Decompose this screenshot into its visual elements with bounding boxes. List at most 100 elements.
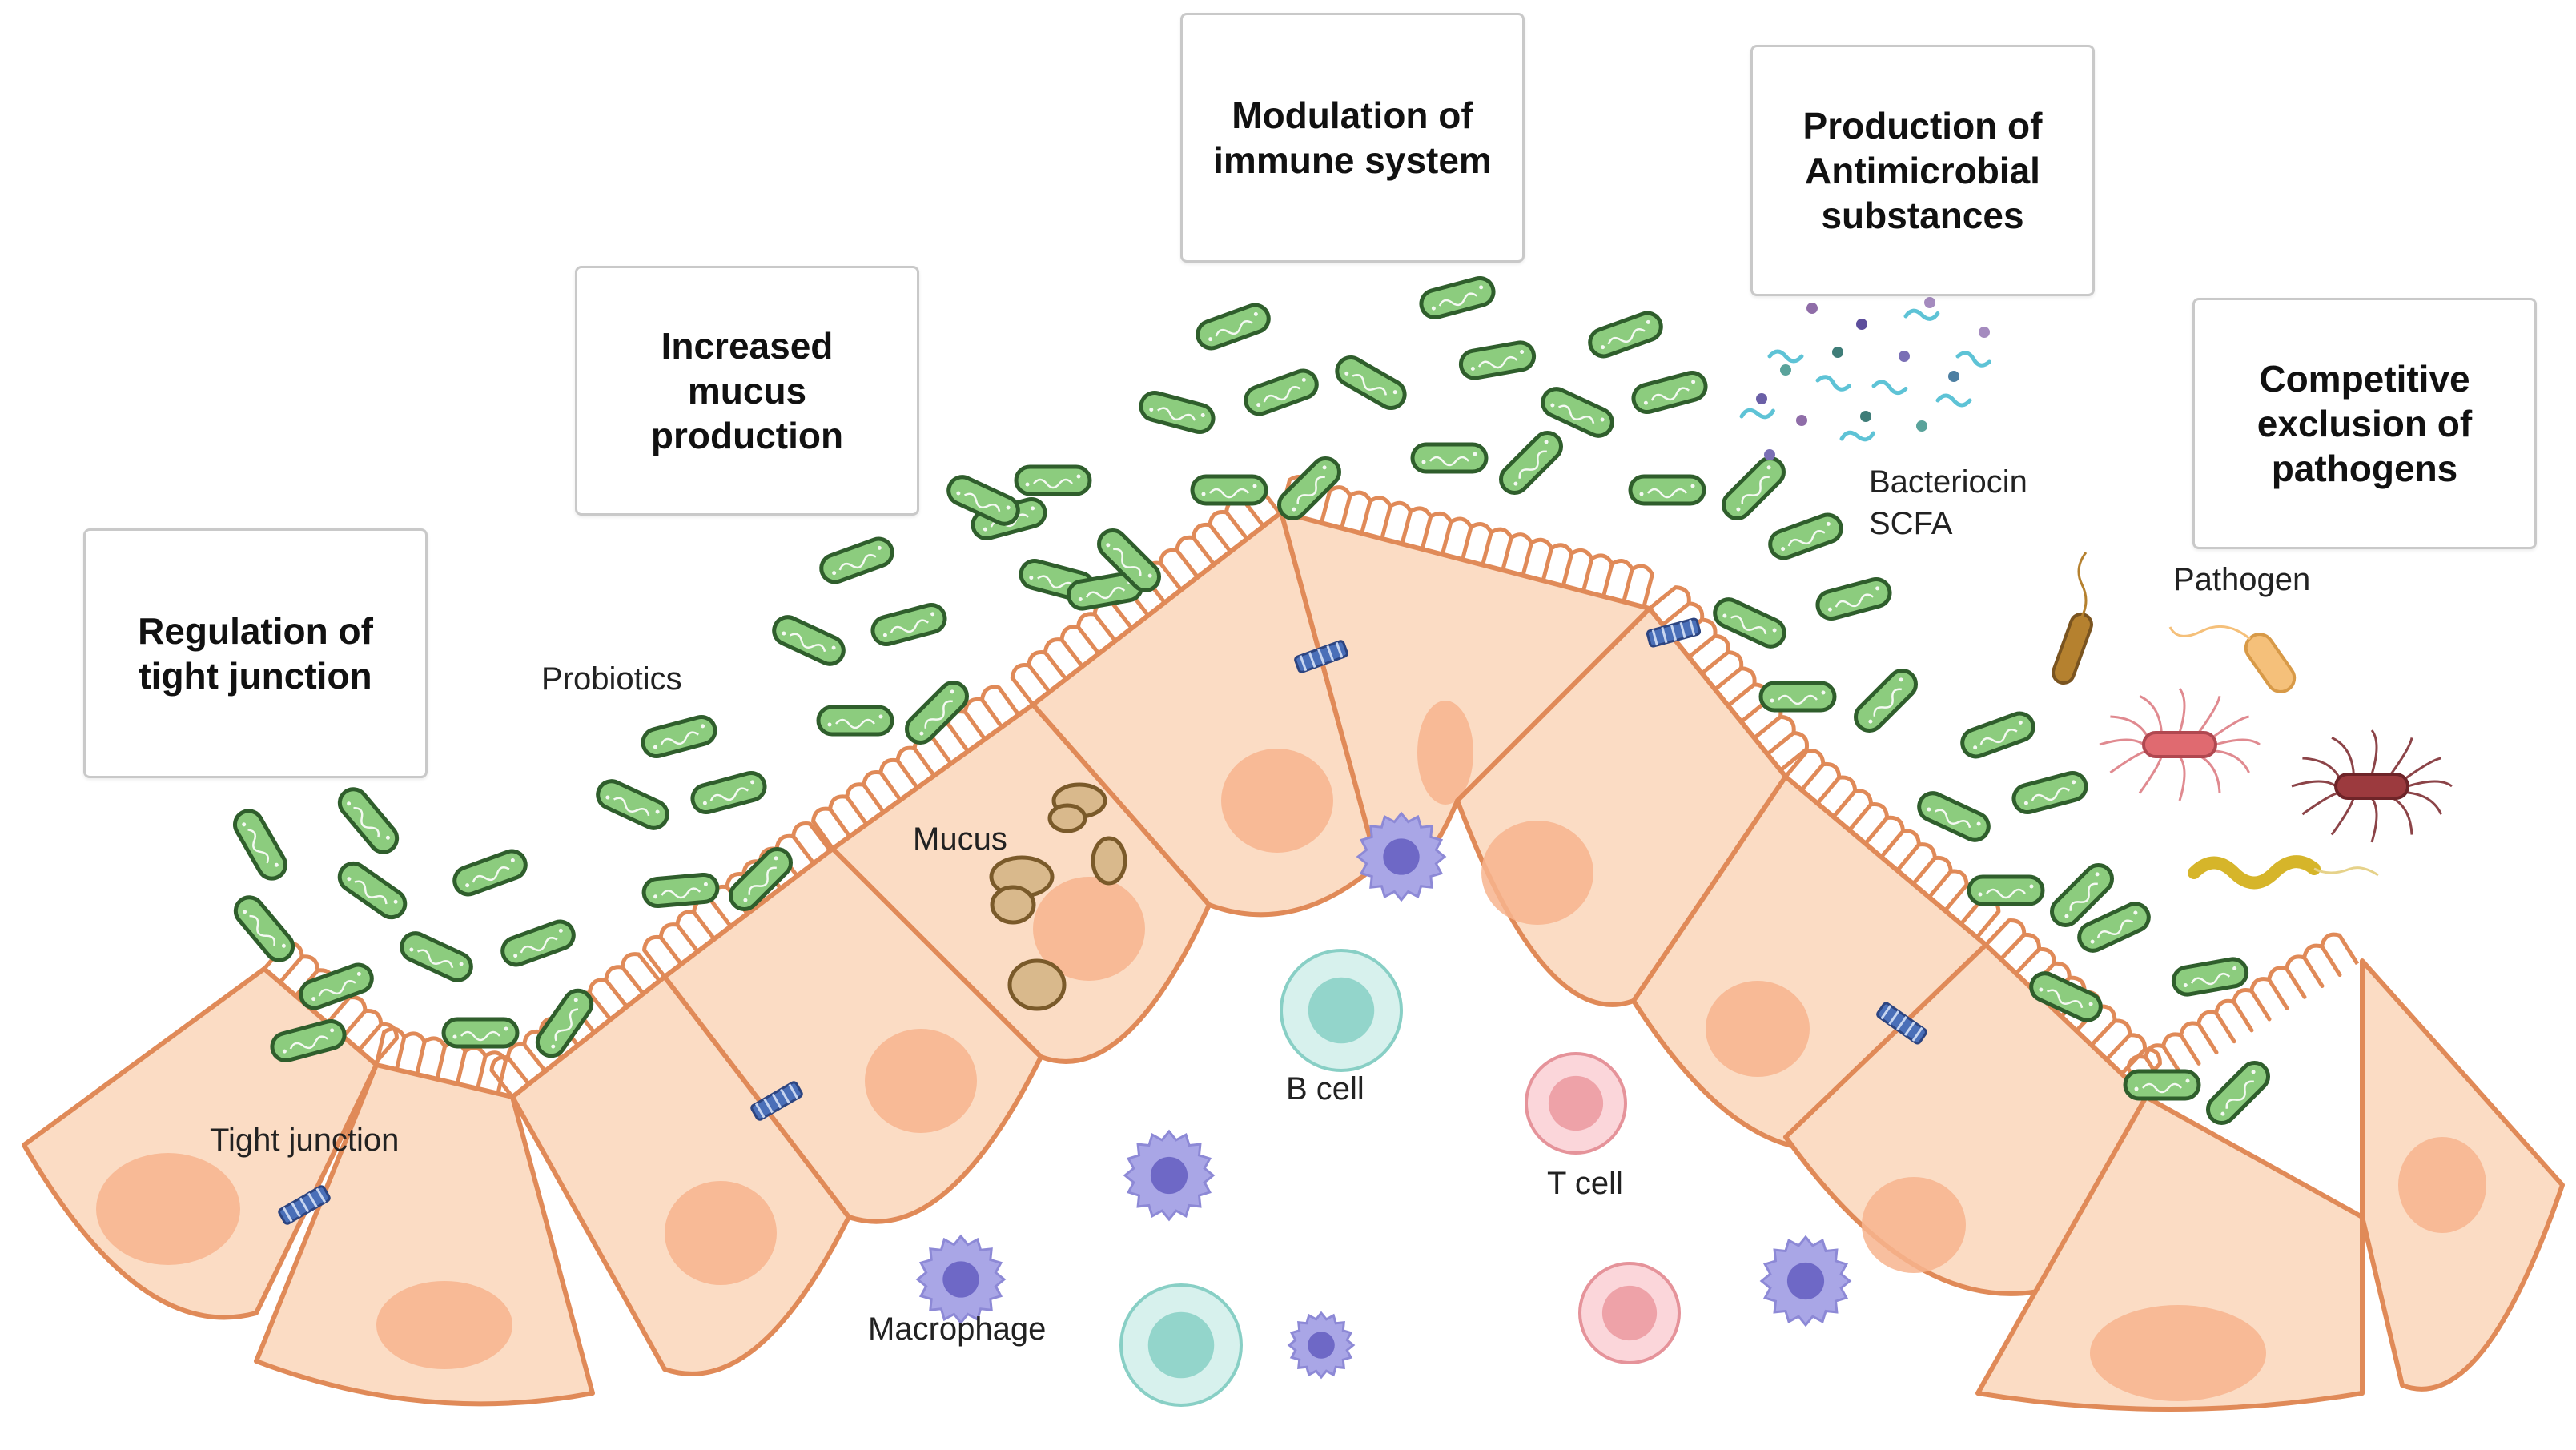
t-cell <box>1578 1262 1681 1364</box>
t-cell-label: T cell <box>1547 1166 1623 1201</box>
pathogen-rod <box>2052 612 2093 685</box>
probiotic-bacterium <box>1588 311 1663 359</box>
probiotic-bacterium <box>441 1017 520 1049</box>
probiotic-bacterium <box>816 705 894 737</box>
microvilli-segment <box>1279 475 1654 608</box>
probiotic-bacterium <box>535 988 594 1058</box>
probiotic-bacterium <box>452 849 528 897</box>
pathogen-vibrio <box>2244 633 2297 693</box>
probiotic-bacteria <box>233 275 2271 1126</box>
probiotic-bacterium <box>772 615 846 666</box>
probiotic-bacterium <box>596 779 669 830</box>
microvilli-segment <box>1984 918 2162 1090</box>
antimicrobial-box: Production of Antimicrobial substances <box>1750 45 2095 296</box>
probiotic-bacterium <box>337 861 408 920</box>
bacteriocin-molecule <box>1780 364 1791 376</box>
probiotic-bacterium <box>1758 681 1837 713</box>
bacteriocin-molecule <box>1916 420 1927 432</box>
bacteriocin-molecule <box>1756 393 1767 404</box>
modulation-immune-box: Modulation of immune system <box>1180 13 1525 263</box>
macrophage-cell <box>1287 1311 1356 1380</box>
scfa-molecule <box>1767 349 1804 364</box>
microvilli-segment <box>1784 749 2001 939</box>
epithelial-cell <box>662 846 1043 1224</box>
bacteriocin-label: Bacteriocin <box>1869 464 2027 500</box>
probiotic-bacterium <box>641 872 720 909</box>
mucus-label: Mucus <box>913 821 1007 857</box>
cell-nucleus <box>96 1153 240 1265</box>
probiotic-bacterium <box>870 602 947 647</box>
immune-cells <box>915 811 1852 1407</box>
macrophage-cell <box>915 1234 1007 1325</box>
scfa-molecule <box>1903 308 1940 321</box>
probiotic-bacterium <box>2077 902 2151 953</box>
pathogen-flagellum <box>2168 625 2251 641</box>
microvilli-segment <box>642 821 832 978</box>
cell-nucleus <box>1221 749 1333 853</box>
probiotic-bacterium <box>1721 456 1786 521</box>
bacteriocin-molecule <box>1924 297 1935 308</box>
competitive-exclusion-text: Competitive exclusion of pathogens <box>2257 357 2473 490</box>
probiotic-bacterium <box>1815 576 1892 621</box>
tight-junction <box>278 1185 331 1225</box>
cell-nucleus <box>665 1181 777 1285</box>
pathogen-flagellum <box>2077 552 2088 617</box>
microvilli-segment <box>1648 585 1810 773</box>
mucus-granule <box>1047 803 1087 833</box>
increased-mucus-box: Increased mucus production <box>575 266 919 516</box>
cell-nucleus <box>1417 701 1473 805</box>
tight-junction <box>1876 1002 1927 1045</box>
bacteriocin-molecule <box>1899 351 1910 362</box>
t-cell <box>1525 1052 1627 1155</box>
probiotic-bacterium <box>1631 370 1708 415</box>
bacteriocin-molecule <box>1764 449 1775 460</box>
probiotic-bacterium <box>1967 874 2045 906</box>
probiotic-bacterium <box>1498 430 1564 496</box>
probiotic-bacterium <box>641 714 717 759</box>
bacteriocin-molecule <box>1856 319 1867 330</box>
cell-nucleus <box>2398 1137 2486 1233</box>
probiotic-bacterium <box>1768 512 1843 560</box>
probiotic-bacterium <box>1458 340 1537 380</box>
probiotic-bacterium <box>904 680 970 745</box>
pathogens <box>2052 552 2453 890</box>
pathogen-label: Pathogen <box>2173 562 2311 597</box>
probiotic-bacterium <box>1139 390 1216 435</box>
probiotic-bacterium <box>233 809 287 881</box>
probiotic-bacterium <box>1541 387 1614 438</box>
probiotic-bacterium <box>1196 303 1271 351</box>
probiotics-label: Probiotics <box>541 661 682 697</box>
mucus-granules <box>989 782 1127 1011</box>
bacteriocin-molecule <box>1832 347 1843 358</box>
probiotic-bacterium <box>2011 770 2088 815</box>
macrophage-cell <box>1356 811 1447 902</box>
macrophage-cell <box>1759 1235 1852 1327</box>
pathogen-fimbriated <box>2099 688 2261 801</box>
probiotic-bacterium <box>233 895 295 962</box>
probiotic-bacterium <box>1335 355 1407 410</box>
probiotic-bacterium <box>2205 1060 2271 1126</box>
probiotic-bacterium <box>2123 1069 2201 1101</box>
pathogen-spirochete <box>2188 855 2321 890</box>
probiotic-bacterium <box>299 962 374 1010</box>
probiotic-bacterium <box>2029 971 2103 1022</box>
probiotic-bacterium <box>1190 474 1268 506</box>
scfa-label: SCFA <box>1869 506 1953 541</box>
probiotic-bacterium <box>1244 368 1319 416</box>
probiotic-bacterium <box>2049 862 2115 928</box>
probiotic-bacterium <box>337 787 400 854</box>
microvilli-segment <box>374 1026 508 1095</box>
cell-nucleus <box>865 1029 977 1133</box>
scfa-molecule <box>1739 408 1775 420</box>
epithelial-cell <box>510 974 851 1376</box>
scfa-molecule <box>1815 375 1851 392</box>
bacteriocin-molecule <box>1948 371 1959 382</box>
regulation-tight-junction-text: Regulation of tight junction <box>138 609 373 697</box>
probiotic-bacterium <box>946 475 1020 526</box>
epithelial-cell <box>1975 1095 2365 1412</box>
scfa-molecule <box>1839 430 1875 442</box>
cell-nucleus <box>2090 1305 2266 1401</box>
probiotic-bacterium <box>819 536 894 584</box>
